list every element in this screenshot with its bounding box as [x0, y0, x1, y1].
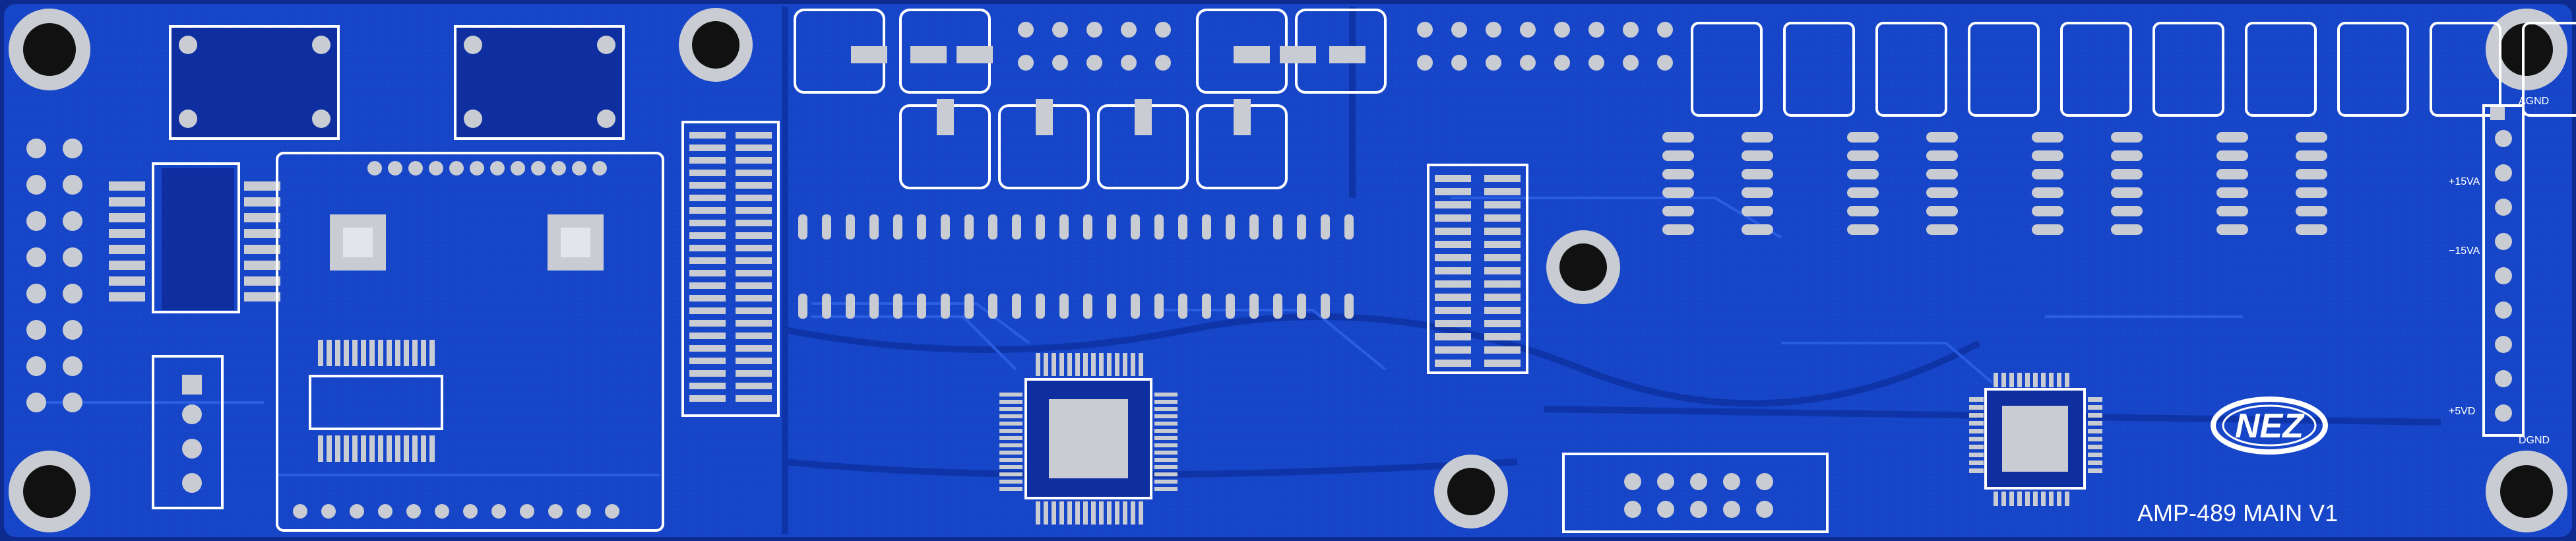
module-outline — [276, 152, 664, 532]
label-dgnd: DGND — [2519, 435, 2550, 446]
label-agnd: AGND — [2519, 96, 2549, 107]
smd-rows — [798, 214, 1354, 319]
left-pin-header — [26, 139, 82, 412]
center-top-small-pads — [851, 46, 1366, 135]
right-center-connector — [1427, 164, 1528, 374]
right-qfn — [1969, 373, 2102, 506]
label-minus15va: −15VA — [2449, 245, 2480, 257]
right-opamp-area — [1662, 132, 2327, 235]
box-header — [1562, 453, 1829, 533]
top-through-holes — [1018, 22, 1673, 71]
nez-logo: NEZ — [2211, 397, 2328, 455]
power-connectors — [2482, 104, 2525, 437]
central-qfp — [999, 353, 1178, 525]
logo-text: NEZ — [2235, 407, 2305, 445]
vertical-connector — [681, 121, 780, 417]
label-plus5vd: +5VD — [2449, 406, 2475, 417]
right-top-pads — [1691, 22, 2576, 117]
board-title: AMP-489 MAIN V1 — [2137, 499, 2338, 526]
mounting-holes — [9, 8, 2567, 532]
left-components — [109, 25, 625, 509]
label-plus15va: +15VA — [2449, 176, 2480, 187]
